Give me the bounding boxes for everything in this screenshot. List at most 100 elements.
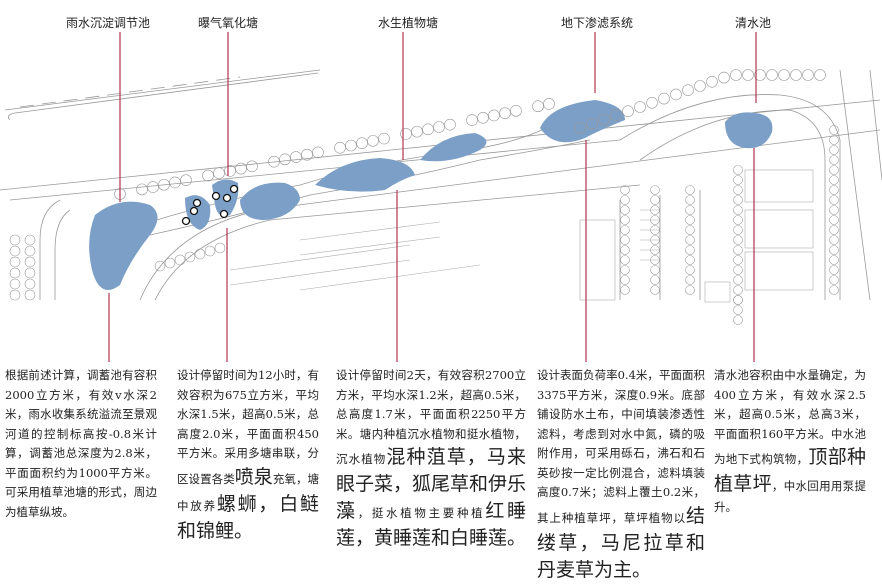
tree-icon — [733, 235, 743, 245]
desc-text: 设计表面负荷率0.4米，平面面积3375平方米，深度0.9米。底部铺设防水土布，… — [537, 368, 705, 525]
tree-icon — [24, 256, 36, 268]
tree-icon — [733, 285, 743, 295]
title-infiltration: 地下渗滤系统 — [560, 16, 634, 30]
tree-icon — [411, 125, 423, 138]
ponds — [89, 100, 773, 290]
tree-icon — [670, 88, 682, 101]
tree-icon — [685, 185, 695, 195]
tree-icon — [301, 148, 313, 161]
tree-icon — [742, 69, 754, 81]
tree-icon — [224, 165, 236, 177]
desc-highlight: 顶部种植草坪 — [714, 446, 866, 495]
tree-icon — [829, 205, 839, 215]
tree-icon — [422, 123, 434, 136]
fountains — [181, 184, 239, 226]
tree-icon — [620, 185, 630, 195]
tree-icon — [733, 275, 743, 285]
tree-icon — [829, 195, 839, 205]
tree-icon — [733, 245, 743, 255]
tree-icon — [213, 167, 225, 180]
tree-icon — [235, 162, 247, 175]
tree-icon — [444, 118, 456, 131]
tree-icon — [733, 175, 743, 185]
tree-icon — [169, 176, 181, 189]
tree-icon — [650, 185, 660, 195]
tree-icon — [622, 105, 634, 117]
tree-icon — [620, 265, 630, 275]
site-plan — [0, 32, 882, 362]
tree-icon — [9, 278, 21, 290]
tree-icon — [158, 178, 170, 191]
tree-icon — [499, 107, 511, 119]
tree-icon — [733, 165, 743, 175]
desc-text: 充氧，塘中放养 — [177, 471, 320, 513]
tree-icon — [586, 118, 598, 130]
tree-icon — [733, 225, 743, 235]
tree-icon — [730, 69, 742, 81]
tree-icon — [829, 245, 839, 255]
tree-icon — [650, 275, 660, 285]
tree-icon — [488, 109, 500, 122]
tree-icon — [829, 285, 839, 295]
tree-icon — [9, 234, 21, 246]
tree-icon — [766, 69, 778, 81]
tree-icon — [778, 69, 790, 81]
title-aeration-pond: 曝气氧化塘 — [197, 16, 259, 30]
leader-lines — [108, 32, 757, 362]
tree-icon — [620, 275, 630, 285]
tree-icon — [356, 137, 368, 149]
tree-icon — [194, 248, 206, 260]
tree-icon — [214, 242, 226, 254]
desc-highlight: 喷泉 — [234, 465, 273, 488]
tree-icon — [650, 195, 660, 205]
tree-icon — [829, 225, 839, 235]
tree-icon — [136, 183, 148, 196]
tree-icon — [733, 295, 743, 305]
tree-icon — [685, 265, 695, 275]
tree-icon — [620, 215, 630, 225]
tree-icon — [334, 142, 346, 154]
tree-icon — [620, 245, 630, 255]
tree-icon — [24, 278, 36, 290]
tree-icon — [658, 92, 670, 105]
tree-icon — [685, 195, 695, 205]
tree-icon — [682, 84, 694, 96]
tree-icon — [634, 101, 646, 113]
tree-icon — [829, 125, 839, 135]
parking-rows — [229, 169, 814, 303]
tree-icon — [620, 205, 630, 215]
tree-icon — [829, 255, 839, 265]
clear-pool-shape — [725, 112, 773, 149]
tree-icon — [718, 71, 730, 84]
tree-icon — [829, 175, 839, 185]
tree-icon — [24, 245, 36, 257]
tree-icon — [543, 98, 555, 110]
tree-icon — [829, 215, 839, 225]
tree-icon — [9, 289, 21, 301]
tree-icon — [246, 160, 258, 173]
tree-icon — [378, 132, 390, 145]
plant-pond-shape — [240, 133, 487, 220]
tree-icon — [204, 245, 216, 257]
tree-icon — [685, 285, 695, 295]
desc-highlight: 混种菹草，马来眼子菜，狐尾草和伊乐藻 — [336, 446, 527, 522]
trees — [9, 69, 839, 325]
tree-icon — [477, 111, 489, 124]
title-plant-pond: 水生植物塘 — [377, 16, 439, 30]
tree-icon — [733, 265, 743, 275]
tree-icon — [685, 275, 695, 285]
tree-icon — [814, 69, 826, 81]
tree-icon — [510, 105, 522, 117]
desc-plant-pond: 设计停留时间2天，有效容积2700立方米，平均水深1.2米，超高0.5米，总高度… — [336, 366, 526, 552]
tree-icon — [650, 265, 660, 275]
tree-icon — [790, 69, 802, 81]
tree-icon — [367, 135, 379, 147]
tree-icon — [733, 315, 743, 325]
tree-icon — [24, 289, 36, 301]
desc-rain-pond: 根据前述计算，调蓄池有容积2000立方米，有效v水深2米，雨水收集系统溢流至景观… — [5, 366, 157, 522]
tree-icon — [685, 255, 695, 265]
tree-icon — [620, 195, 630, 205]
tree-icon — [268, 155, 280, 168]
tree-icon — [9, 256, 21, 268]
tree-icon — [829, 185, 839, 195]
